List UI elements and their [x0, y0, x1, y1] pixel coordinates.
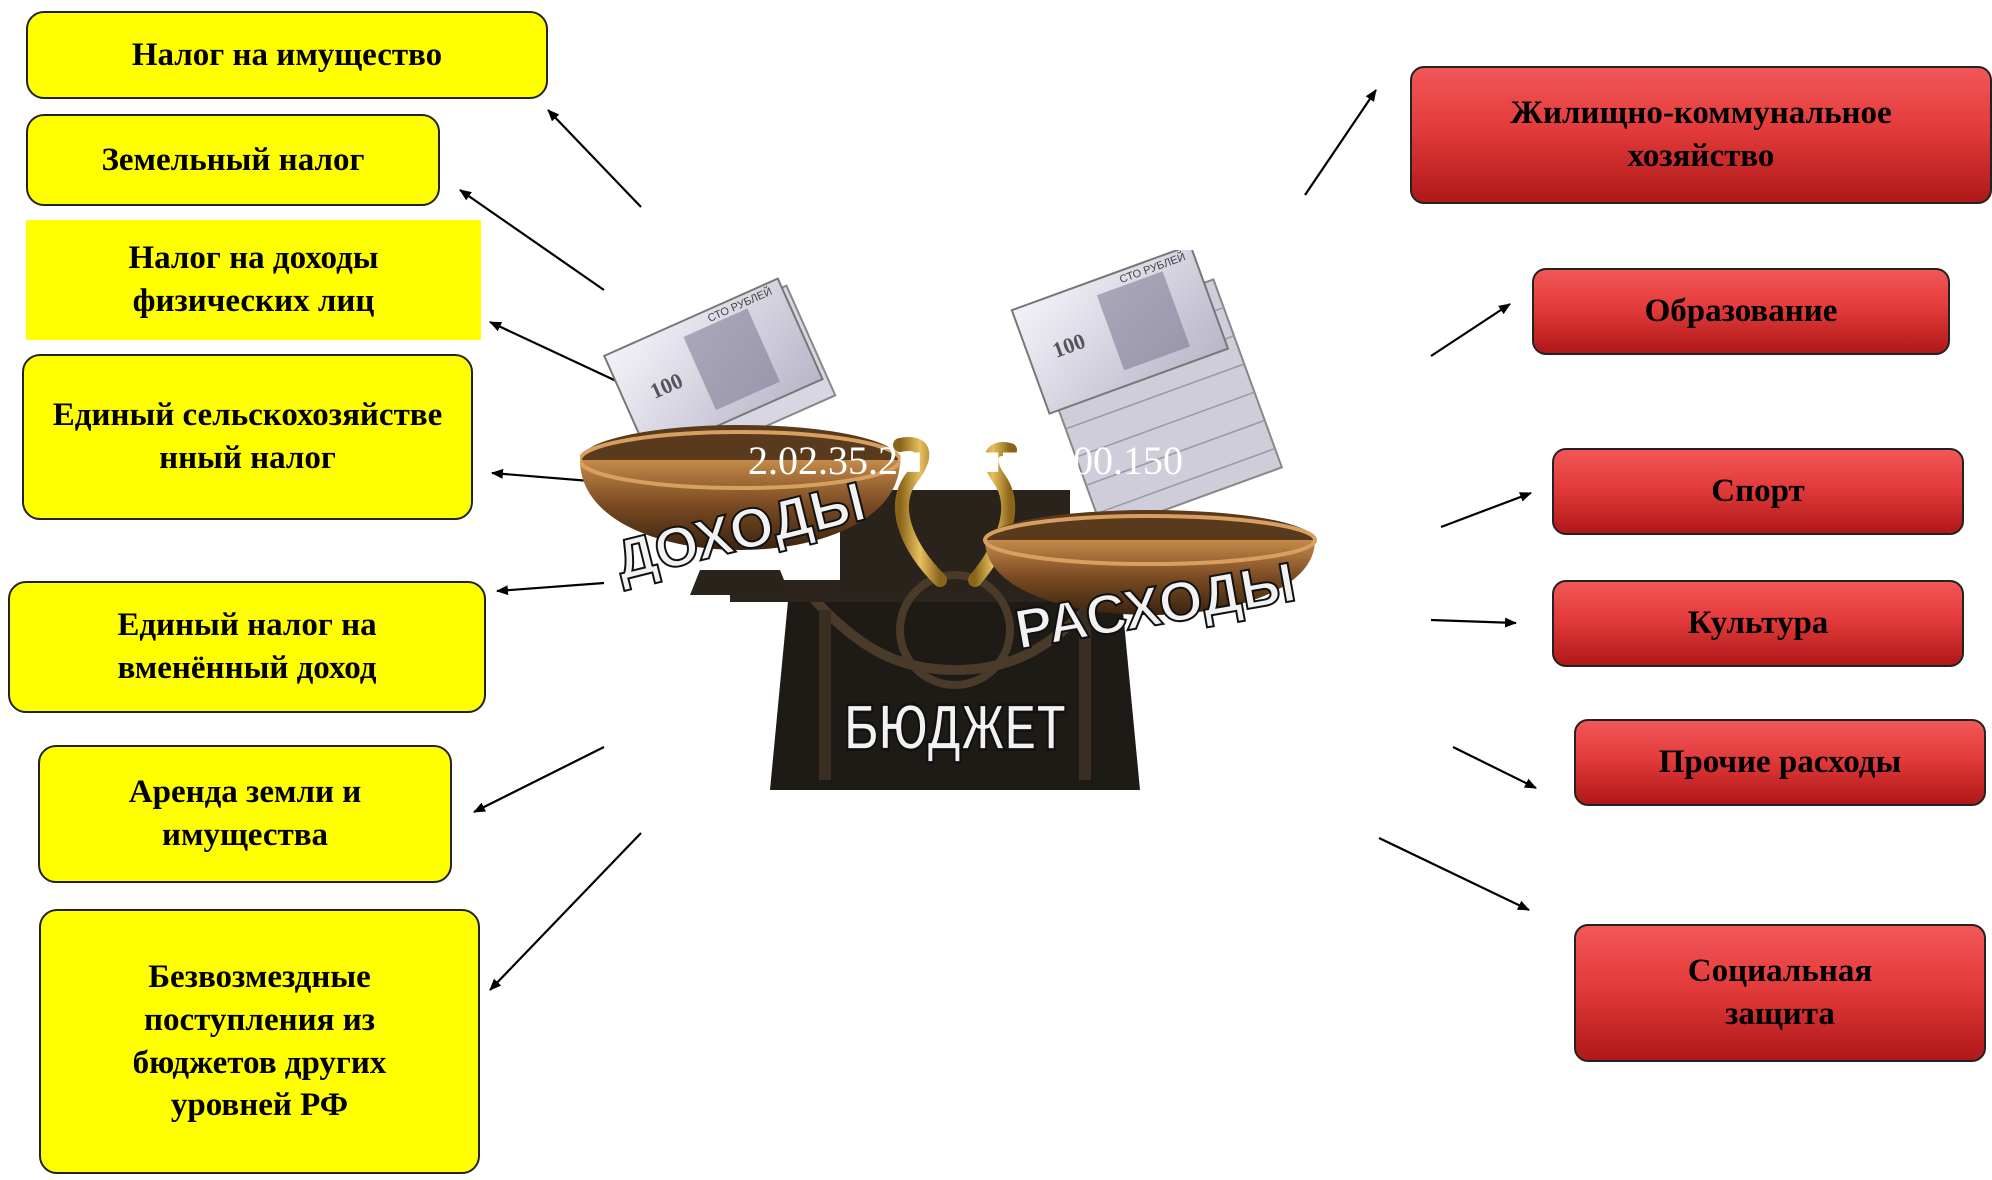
income-label: Земельный налог [101, 141, 365, 178]
income-label: Аренда земли и имущества [128, 774, 362, 853]
expense-box-other: Прочие расходы [1574, 719, 1986, 806]
income-label: Единый налог на вменённый доход [117, 607, 377, 686]
arrow-income-2 [459, 189, 605, 291]
expense-label: Культура [1687, 605, 1829, 642]
expense-label: Спорт [1711, 473, 1805, 510]
expense-box-culture: Культура [1552, 580, 1964, 667]
arrow-expense-5 [1452, 746, 1537, 789]
income-box-personal-income-tax: Налог на доходы физических лиц [26, 220, 481, 340]
income-label: Единый сельскохозяйственный налог [52, 397, 443, 476]
overlay-code-text: 2.02.35.2■.0■■■■■00.150 [748, 438, 1183, 483]
money-stack-left: 100 СТО РУБЛЕЙ [602, 277, 837, 474]
arrow-income-5 [496, 581, 605, 596]
arrow-income-7 [489, 832, 642, 991]
money-stack-right: 100 СТО РУБЛЕЙ [1010, 250, 1284, 534]
income-label: Налог на доходы физических лиц [128, 240, 379, 319]
expense-label: Социальная защита [1687, 953, 1873, 1032]
income-box-agricultural-tax: Единый сельскохозяйственный налог [22, 354, 473, 520]
arrow-expense-2 [1430, 303, 1511, 357]
arrow-expense-4 [1430, 617, 1517, 628]
arrow-expense-1 [1304, 89, 1377, 196]
arrow-income-6 [473, 746, 605, 813]
income-label: Безвозмездные поступления из бюджетов др… [132, 958, 387, 1124]
arrow-expense-6 [1378, 837, 1530, 911]
expense-box-social: Социальная защита [1574, 924, 1986, 1062]
arrow-income-4 [491, 468, 591, 483]
arrow-income-1 [547, 109, 642, 208]
income-label: Налог на имущество [131, 36, 443, 73]
income-box-land-tax: Земельный налог [26, 114, 440, 206]
expense-label: Прочие расходы [1658, 744, 1902, 781]
left-pan: 100 СТО РУБЛЕЙ [580, 277, 902, 595]
expense-box-sport: Спорт [1552, 448, 1964, 535]
scale-base-label: БЮДЖЕТ [844, 692, 1066, 765]
expense-box-education: Образование [1532, 268, 1950, 355]
income-box-property-tax: Налог на имущество [26, 11, 548, 99]
right-pan: 100 СТО РУБЛЕЙ [983, 250, 1317, 615]
expense-label: Жилищно-коммунальное хозяйство [1510, 95, 1892, 174]
expense-box-housing: Жилищно-коммунальное хозяйство [1410, 66, 1992, 204]
expense-label: Образование [1644, 293, 1838, 330]
arrow-income-3 [489, 321, 628, 387]
income-box-imputed-income-tax: Единый налог на вменённый доход [8, 581, 486, 713]
income-box-grants: Безвозмездные поступления из бюджетов др… [39, 909, 480, 1174]
arrow-expense-3 [1440, 491, 1532, 529]
income-box-land-property-rent: Аренда земли и имущества [38, 745, 452, 883]
budget-scale-illustration: БЮДЖЕТ 100 СТО РУБЛЕЙ ДОХОДЫ [580, 250, 1317, 790]
scale-ornament-left [893, 437, 947, 587]
